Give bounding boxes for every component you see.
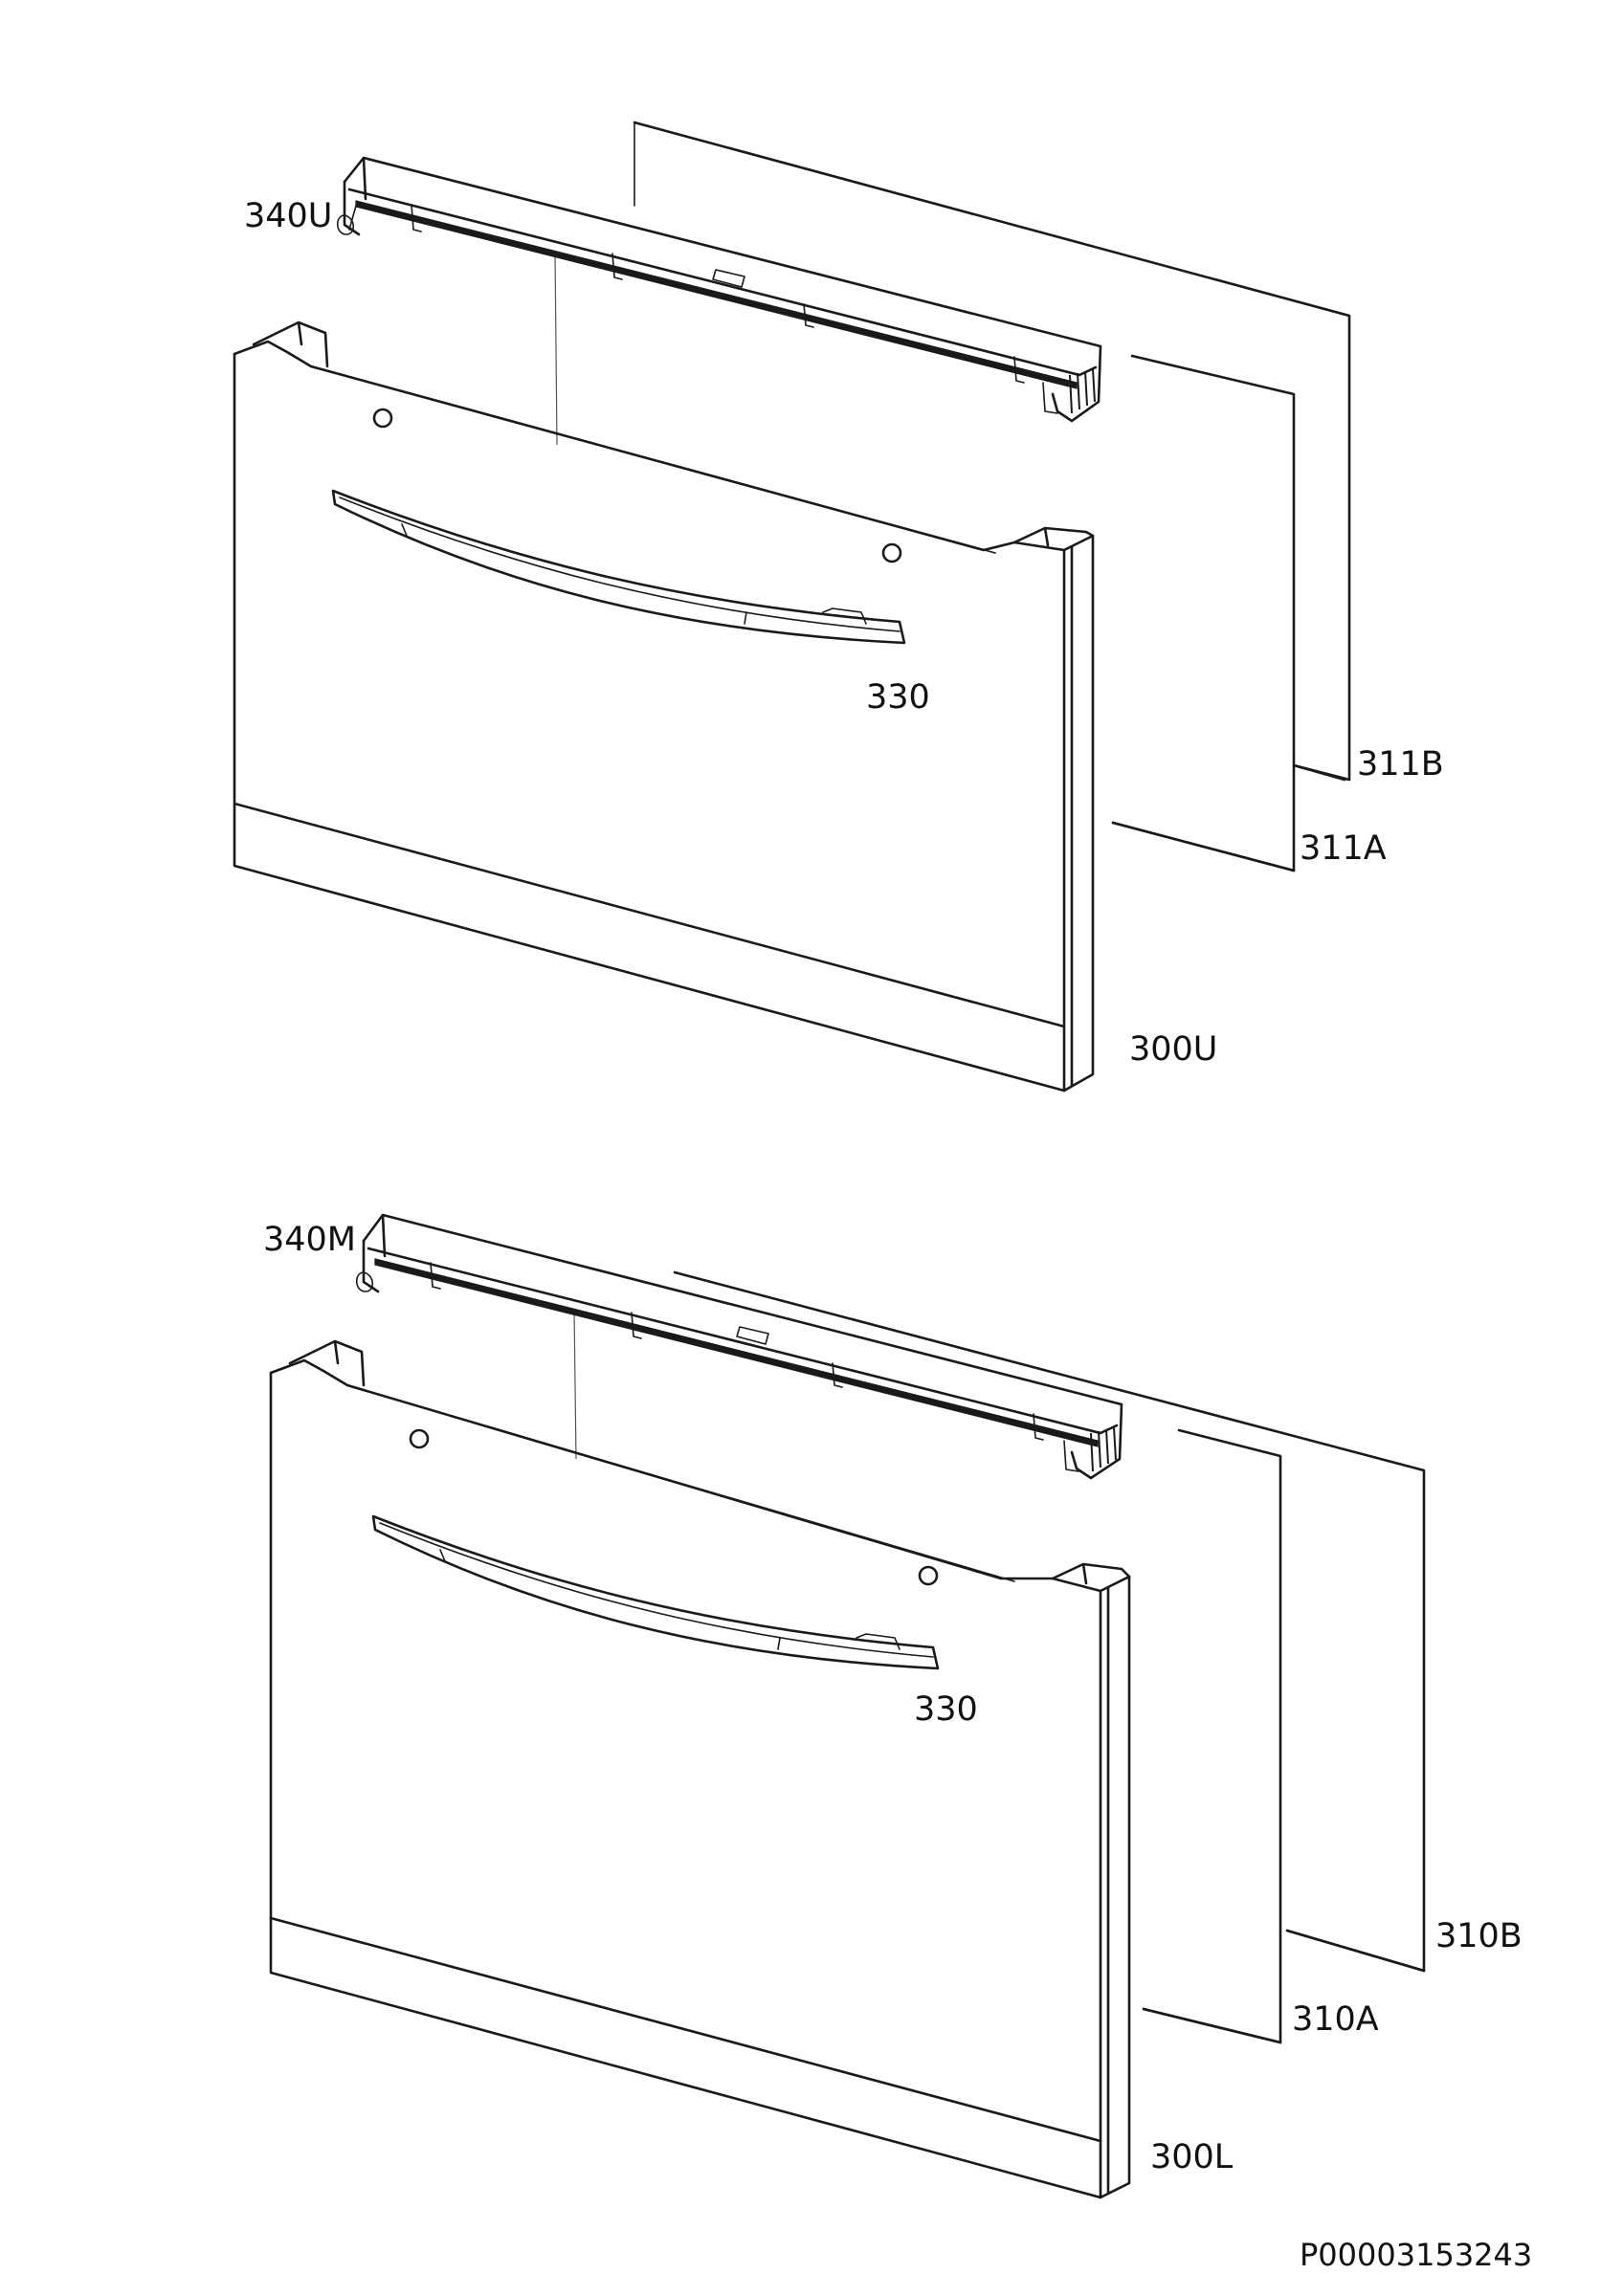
handle-330-upper — [331, 489, 906, 645]
label-310b: 310B — [1435, 1917, 1523, 1955]
label-340m: 340M — [263, 1221, 356, 1259]
upper-door-assembly: 340U 330 311B 311A 300U — [233, 121, 1444, 1093]
handle-330-lower — [371, 1514, 940, 1670]
lower-door-assembly: 340M 330 310B 310A 300L — [263, 1213, 1523, 2199]
glass-panel-311b — [633, 121, 1351, 782]
glass-panel-311a — [1111, 354, 1296, 872]
door-panel-300u — [233, 320, 1095, 1093]
label-310a: 310A — [1292, 2000, 1379, 2039]
alignment-guide-upper — [554, 250, 558, 446]
leader-311b — [1292, 763, 1346, 782]
label-300l: 300L — [1150, 2138, 1234, 2176]
label-300u: 300U — [1129, 1030, 1217, 1069]
glass-panel-310a — [1142, 1428, 1282, 2044]
top-trim-340u — [336, 156, 1102, 423]
top-trim-340m — [355, 1213, 1123, 1480]
label-340u: 340U — [244, 197, 332, 235]
leader-310b — [1285, 1929, 1426, 1973]
door-panel-300l — [269, 1339, 1131, 2199]
drawing-id: P00003153243 — [1300, 2237, 1532, 2273]
label-330-upper: 330 — [866, 678, 930, 717]
glass-panel-310b — [673, 1270, 1426, 1973]
label-330-lower: 330 — [914, 1690, 978, 1729]
label-311b: 311B — [1357, 745, 1444, 784]
leader-310a — [1142, 2007, 1282, 2044]
label-311a: 311A — [1300, 829, 1387, 868]
alignment-guide-lower — [573, 1310, 577, 1460]
leader-311a — [1111, 821, 1296, 872]
